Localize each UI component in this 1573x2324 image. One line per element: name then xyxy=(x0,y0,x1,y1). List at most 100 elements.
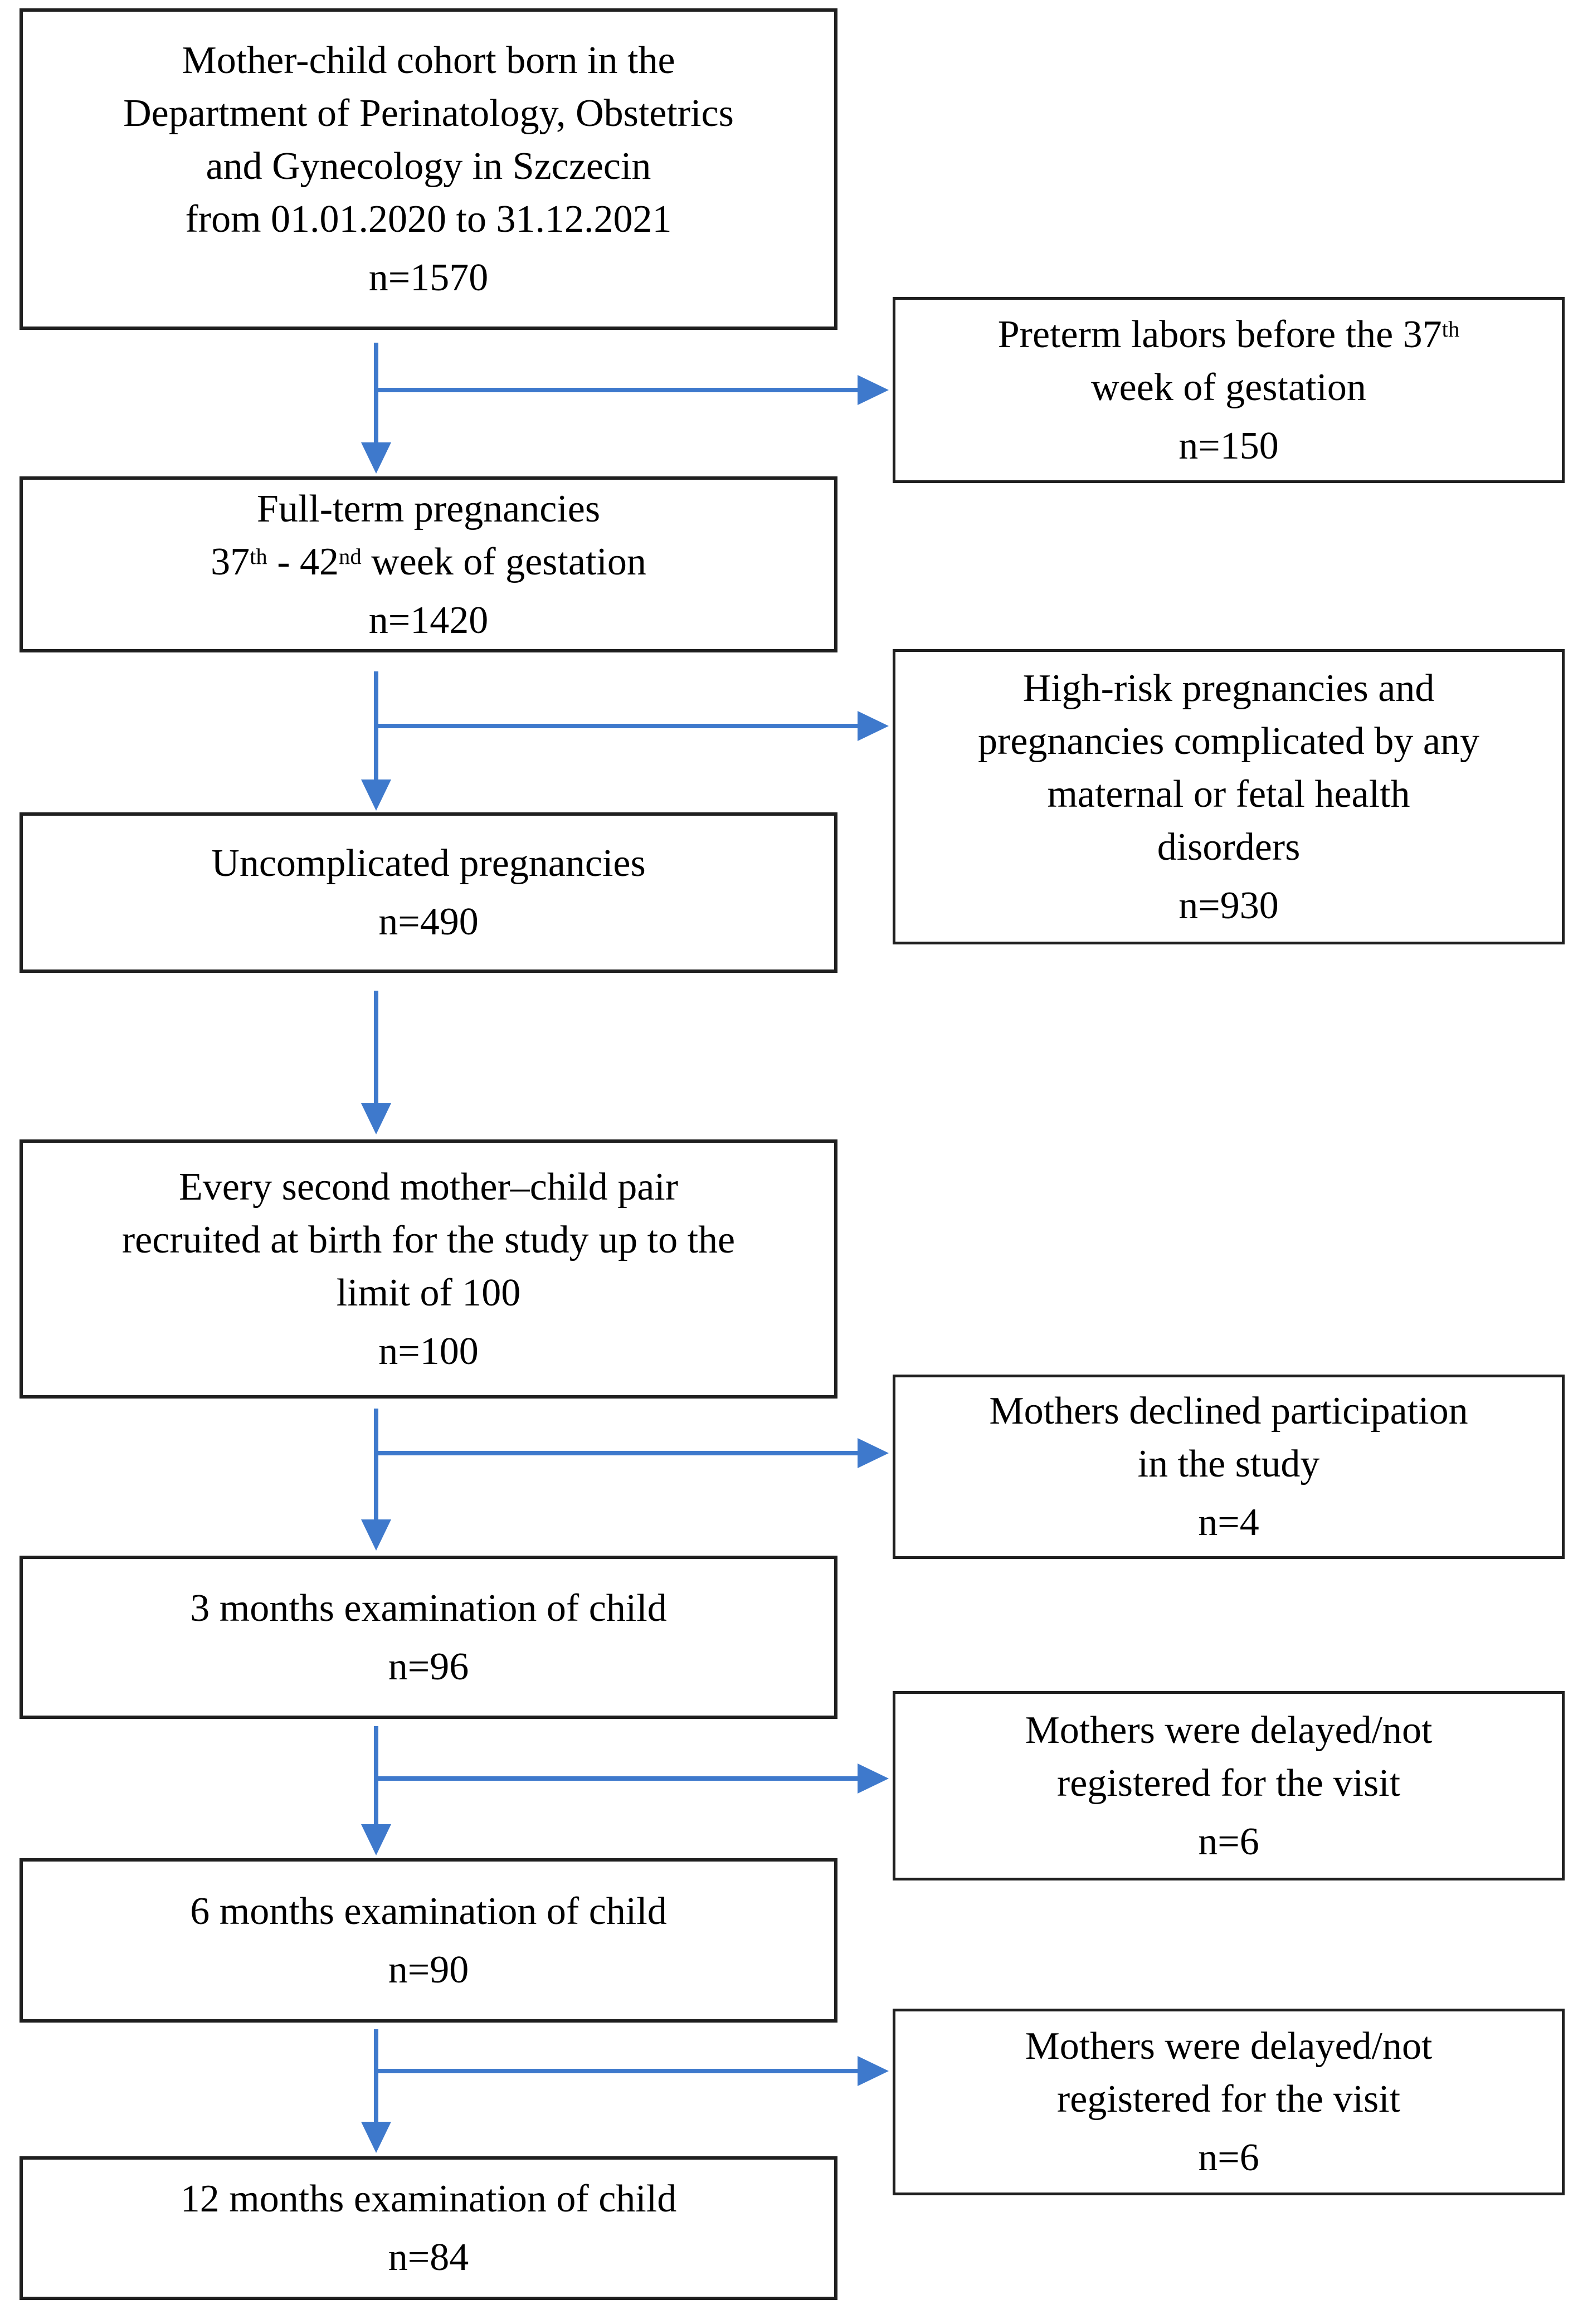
text-segment: maternal or fetal health xyxy=(1047,772,1410,816)
arrow-shaft xyxy=(374,343,378,445)
text-line: Mother-child cohort born in the xyxy=(23,34,834,87)
arrowhead-right-icon xyxy=(858,1438,889,1468)
text-segment: - 42 xyxy=(267,540,339,583)
text-segment: and Gynecology in Szczecin xyxy=(206,145,651,188)
box-preterm: Preterm labors before the 37th week of ge… xyxy=(893,297,1565,483)
box-12-months: 12 months examination of child n=84 xyxy=(20,2156,837,2300)
arrow-shaft xyxy=(374,991,378,1105)
text-segment: disorders xyxy=(1157,825,1301,869)
text-line: n=84 xyxy=(23,2231,834,2284)
text-segment: 6 months examination of child xyxy=(190,1889,667,1933)
arrowhead-right-icon xyxy=(858,375,889,405)
text-line: week of gestation xyxy=(895,361,1562,414)
text-segment: Mothers declined participation xyxy=(989,1390,1468,1433)
box-3-months: 3 months examination of child n=96 xyxy=(20,1556,837,1719)
box-fullterm: Full-term pregnancies 37th - 42nd week of… xyxy=(20,476,837,652)
box-3-months-text: 3 months examination of child n=96 xyxy=(23,1582,834,1693)
text-line: Uncomplicated pregnancies xyxy=(23,837,834,890)
box-6-months: 6 months examination of child n=90 xyxy=(20,1858,837,2023)
text-segment: Full-term pregnancies xyxy=(256,487,601,530)
arrow-shaft xyxy=(376,724,860,728)
text-segment: registered for the visit xyxy=(1056,1761,1401,1805)
text-line: n=6 xyxy=(895,1815,1562,1868)
arrowhead-right-icon xyxy=(858,711,889,741)
box-fullterm-text: Full-term pregnancies 37th - 42nd week of… xyxy=(23,483,834,647)
text-line: Department of Perinatology, Obstetrics xyxy=(23,87,834,140)
text-segment: week of gestation xyxy=(361,540,646,583)
text-segment: limit of 100 xyxy=(336,1271,521,1314)
box-delayed-2: Mothers were delayed/not registered for t… xyxy=(893,2009,1565,2195)
arrowhead-down-icon xyxy=(361,1103,391,1134)
text-line: n=150 xyxy=(895,420,1562,472)
text-segment: Mothers were delayed/not xyxy=(1025,2025,1433,2068)
box-uncomplicated: Uncomplicated pregnancies n=490 xyxy=(20,812,837,973)
arrow-shaft xyxy=(376,388,860,392)
text-segment: Mother-child cohort born in the xyxy=(182,39,675,82)
text-segment: Mothers were delayed/not xyxy=(1025,1708,1433,1752)
text-segment: n=1570 xyxy=(368,256,489,299)
text-line: n=1420 xyxy=(23,594,834,647)
text-line: 6 months examination of child xyxy=(23,1885,834,1938)
text-line: Mothers declined participation xyxy=(895,1385,1562,1438)
arrowhead-right-icon xyxy=(858,2056,889,2086)
box-highrisk-text: High-risk pregnancies and pregnancies com… xyxy=(895,662,1562,932)
text-segment: High-risk pregnancies and xyxy=(1022,666,1435,710)
text-line: n=4 xyxy=(895,1496,1562,1549)
text-line: registered for the visit xyxy=(895,2073,1562,2126)
text-segment: n=930 xyxy=(1178,884,1279,927)
arrow-shaft xyxy=(376,2069,860,2073)
box-delayed-1-text: Mothers were delayed/not registered for t… xyxy=(895,1704,1562,1868)
text-segment: Every second mother–child pair xyxy=(178,1165,679,1209)
arrowhead-down-icon xyxy=(361,1824,391,1855)
text-line: n=930 xyxy=(895,879,1562,932)
arrow-shaft xyxy=(374,2029,378,2124)
box-preterm-text: Preterm labors before the 37th week of ge… xyxy=(895,308,1562,472)
arrow-shaft xyxy=(376,1776,860,1781)
text-line: Every second mother–child pair xyxy=(23,1161,834,1214)
text-line: n=96 xyxy=(23,1640,834,1693)
arrowhead-down-icon xyxy=(361,1519,391,1551)
text-segment: 12 months examination of child xyxy=(180,2177,677,2220)
text-line: n=1570 xyxy=(23,251,834,304)
text-segment: n=4 xyxy=(1198,1501,1259,1544)
text-line: limit of 100 xyxy=(23,1266,834,1319)
superscript-text: nd xyxy=(339,544,362,569)
superscript-text: th xyxy=(250,544,267,569)
box-everysecond-text: Every second mother–child pair recruited … xyxy=(23,1161,834,1378)
text-line: from 01.01.2020 to 31.12.2021 xyxy=(23,193,834,246)
text-segment: n=90 xyxy=(388,1948,469,1991)
text-segment: Uncomplicated pregnancies xyxy=(211,842,646,885)
text-segment: n=84 xyxy=(388,2236,469,2279)
box-12-months-text: 12 months examination of child n=84 xyxy=(23,2172,834,2284)
text-segment: registered for the visit xyxy=(1056,2078,1401,2121)
text-line: n=100 xyxy=(23,1325,834,1378)
text-segment: recruited at birth for the study up to t… xyxy=(121,1218,736,1261)
text-line: recruited at birth for the study up to t… xyxy=(23,1214,834,1266)
text-segment: week of gestation xyxy=(1091,366,1366,409)
text-segment: n=1420 xyxy=(368,598,489,642)
text-line: registered for the visit xyxy=(895,1757,1562,1810)
arrowhead-down-icon xyxy=(361,442,391,474)
text-segment: n=6 xyxy=(1198,1820,1259,1863)
arrowhead-down-icon xyxy=(361,779,391,811)
text-segment: 3 months examination of child xyxy=(190,1586,667,1630)
text-segment: from 01.01.2020 to 31.12.2021 xyxy=(185,198,672,241)
text-segment: n=150 xyxy=(1178,424,1279,467)
arrowhead-right-icon xyxy=(858,1763,889,1794)
arrow-shaft xyxy=(374,1409,378,1522)
text-line: Preterm labors before the 37th xyxy=(895,308,1562,361)
text-line: Mothers were delayed/not xyxy=(895,2020,1562,2073)
text-line: 37th - 42nd week of gestation xyxy=(23,535,834,588)
text-line: n=490 xyxy=(23,895,834,948)
text-line: Full-term pregnancies xyxy=(23,483,834,535)
text-segment: Department of Perinatology, Obstetrics xyxy=(123,92,734,135)
text-segment: n=100 xyxy=(378,1329,479,1373)
box-delayed-1: Mothers were delayed/not registered for t… xyxy=(893,1691,1565,1880)
box-everysecond: Every second mother–child pair recruited … xyxy=(20,1139,837,1399)
text-segment: pregnancies complicated by any xyxy=(978,719,1479,763)
text-line: and Gynecology in Szczecin xyxy=(23,140,834,193)
